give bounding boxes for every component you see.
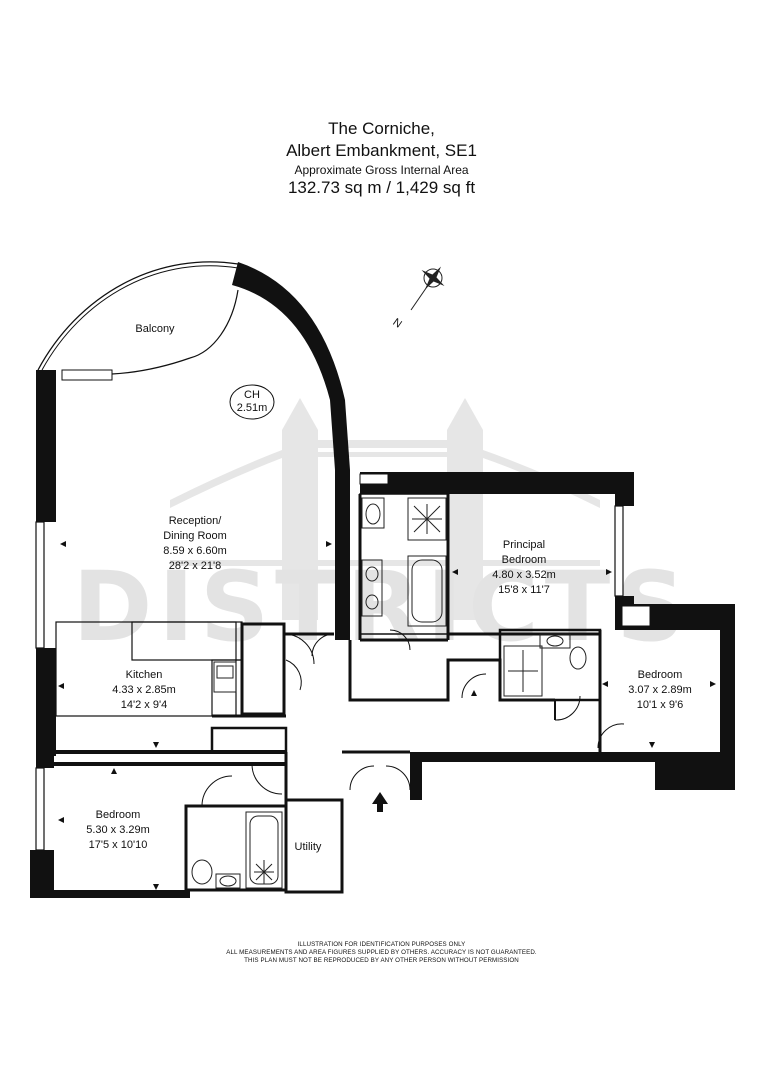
dimension-markers — [58, 541, 716, 890]
balcony-outline — [37, 261, 239, 381]
toilet-icon — [191, 859, 213, 885]
kitchen-imperial: 14'2 x 9'4 — [121, 699, 167, 711]
property-name: The Corniche, — [328, 119, 435, 138]
bedroom3-imperial: 17'5 x 10'10 — [89, 839, 148, 851]
bedroom3-metric: 5.30 x 3.29m — [86, 824, 150, 836]
interior-walls — [54, 493, 602, 894]
exterior-walls — [30, 262, 735, 898]
shower-icon — [245, 811, 283, 889]
principal-imperial: 15'8 x 11'7 — [498, 584, 550, 596]
toilet-icon — [569, 646, 587, 670]
plan-title-block: The Corniche, Albert Embankment, SE1 App… — [0, 118, 763, 198]
sink-icon — [213, 661, 237, 693]
balcony-label: Balcony — [135, 323, 175, 335]
disclaimer-line-2: ALL MEASUREMENTS AND AREA FIGURES SUPPLI… — [226, 949, 537, 956]
area-label: Approximate Gross Internal Area — [294, 163, 469, 177]
principal-metric: 4.80 x 3.52m — [492, 569, 556, 581]
room-labels: Balcony Reception/ Dining Room 8.59 x 6.… — [86, 323, 692, 853]
reception-name-1: Reception/ — [169, 515, 223, 527]
property-address: Albert Embankment, SE1 — [286, 141, 477, 160]
basin-icon — [539, 633, 571, 649]
bedroom2-metric: 3.07 x 2.89m — [628, 684, 692, 696]
disclaimer-line-3: THIS PLAN MUST NOT BE REPRODUCED BY ANY … — [244, 957, 519, 964]
kitchen-name: Kitchen — [126, 669, 163, 681]
bedroom3-name: Bedroom — [96, 809, 141, 821]
area-value: 132.73 sq m / 1,429 sq ft — [287, 178, 476, 197]
compass-north-label: N — [391, 315, 404, 329]
disclaimer: ILLUSTRATION FOR IDENTIFICATION PURPOSES… — [0, 941, 763, 965]
ceiling-height-label: CH — [244, 389, 260, 401]
utility-label: Utility — [295, 841, 322, 853]
toilet-icon — [361, 497, 385, 529]
door-swings — [201, 629, 625, 807]
windows — [359, 473, 651, 627]
disclaimer-line-1: ILLUSTRATION FOR IDENTIFICATION PURPOSES… — [297, 941, 466, 948]
reception-metric: 8.59 x 6.60m — [163, 545, 227, 557]
basin-icon — [215, 873, 241, 889]
watermark-text: DISTRICTS — [73, 551, 692, 663]
reception-imperial: 28'2 x 21'8 — [169, 560, 222, 572]
reception-name-2: Dining Room — [163, 530, 227, 542]
shower-icon — [503, 645, 543, 697]
bedroom2-imperial: 10'1 x 9'6 — [637, 699, 683, 711]
bedroom2-name: Bedroom — [638, 669, 683, 681]
kitchen-metric: 4.33 x 2.85m — [112, 684, 176, 696]
double-basin-icon — [361, 559, 383, 617]
principal-name-1: Principal — [503, 539, 545, 551]
entrance-arrow-icon — [372, 792, 388, 812]
fixtures — [191, 497, 587, 889]
ceiling-height-badge: CH 2.51m — [229, 384, 275, 420]
compass-icon: N — [391, 266, 445, 329]
ceiling-height-value: 2.51m — [237, 402, 268, 414]
principal-name-2: Bedroom — [502, 554, 547, 566]
bathtub-icon — [407, 555, 447, 627]
shower-icon — [407, 497, 447, 541]
